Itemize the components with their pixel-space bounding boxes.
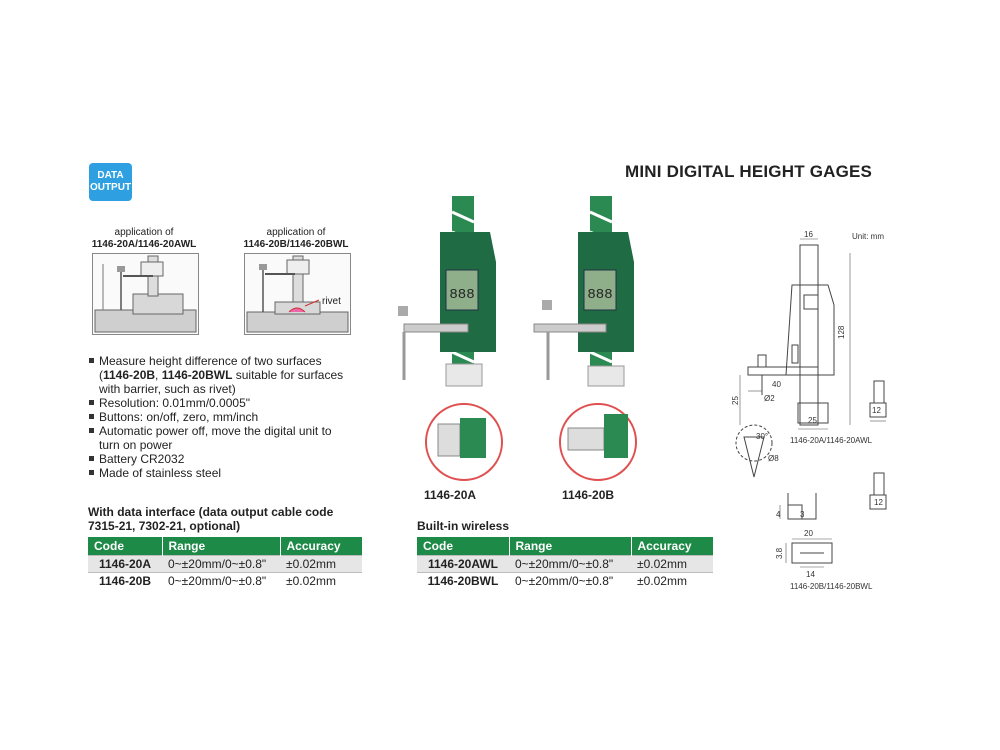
product-label-b: 1146-20B [562,488,615,502]
dim-3-8: 3.8 [775,547,784,559]
dim-diameter-8: Ø8 [768,454,779,463]
dim-128: 128 [837,325,846,339]
feature-item: Battery CR2032 [88,452,348,466]
cell-code: 1146-20BWL [417,571,509,589]
dim-14: 14 [806,570,815,579]
cell-code: 1146-20A [88,554,162,572]
dim-unit: Unit: mm [852,232,884,241]
dim-16: 16 [804,230,813,239]
feature-item: Automatic power off, move the digital un… [88,424,348,452]
dim-diameter-2: Ø2 [764,394,775,403]
application-b-models: 1146-20B/1146-20BWL [243,239,349,250]
col-accuracy: Accuracy [280,537,362,555]
dim-40: 40 [772,380,781,389]
cell-range: 0~±20mm/0~±0.8" [509,554,631,572]
feature-1d: 1146-20BWL [161,368,233,382]
col-accuracy: Accuracy [631,537,713,555]
feature-1e: suitable for surfaces with barrier, such… [99,368,344,396]
cell-code: 1146-20AWL [417,554,509,572]
feature-item: Buttons: on/off, zero, mm/inch [88,410,348,424]
cell-accuracy: ±0.02mm [280,554,362,572]
page-title: MINI DIGITAL HEIGHT GAGES [625,162,873,181]
application-b-illustration [244,253,351,335]
application-b-label: application of [266,227,326,238]
application-b-caption: application of 1146-20B/1146-20BWL [240,227,352,251]
product-image-1146-20a: 888 [390,192,510,482]
feature-item: Measure height difference of two surface… [88,354,348,396]
dim-4: 4 [776,510,781,519]
svg-text:888: 888 [449,287,474,303]
cell-code: 1146-20B [88,571,162,589]
feature-1c: , [155,368,162,382]
col-code: Code [88,537,163,555]
technical-drawing: Unit: mm 16 128 40 25 Ø2 25 12 30° Ø8 11… [720,225,920,595]
cell-range: 0~±20mm/0~±0.8" [162,571,280,589]
table1-caption: With data interface (data output cable c… [88,505,334,533]
dim-3: 3 [800,510,805,519]
dim-30-degree: 30° [756,432,768,441]
application-a-label: application of [114,227,174,238]
col-range: Range [509,537,632,555]
feature-item: Resolution: 0.01mm/0.0005" [88,396,348,410]
feature-item: Made of stainless steel [88,466,348,480]
dim-12b: 12 [874,498,883,507]
col-code: Code [417,537,510,555]
rivet-callout: rivet [322,296,341,307]
cell-accuracy: ±0.02mm [631,571,713,589]
badge-line2: OUTPUT [89,182,132,193]
dim-12a: 12 [872,406,881,415]
feature-1a: Measure height difference of two surface… [99,354,322,382]
svg-text:888: 888 [587,287,612,303]
drawing-caption-a: 1146-20A/1146-20AWL [790,436,873,445]
application-a-models: 1146-20A/1146-20AWL [91,239,197,250]
badge-line1: DATA [97,170,124,181]
col-range: Range [162,537,281,555]
cell-accuracy: ±0.02mm [631,554,713,572]
cell-accuracy: ±0.02mm [280,571,362,589]
drawing-caption-b: 1146-20B/1146-20BWL [790,582,873,591]
dim-25-horizontal: 25 [808,416,817,425]
product-label-a: 1146-20A [424,488,477,502]
table2-caption: Built-in wireless [417,519,510,533]
dim-20: 20 [804,529,813,538]
feature-1b: 1146-20B [103,368,156,382]
feature-list: Measure height difference of two surface… [88,354,348,480]
cell-range: 0~±20mm/0~±0.8" [162,554,280,572]
data-output-badge: DATA OUTPUT [89,163,132,201]
product-image-1146-20b: 888 [528,192,648,482]
application-a-caption: application of 1146-20A/1146-20AWL [88,227,200,251]
application-a-illustration [92,253,199,335]
cell-range: 0~±20mm/0~±0.8" [509,571,631,589]
dim-25-vertical: 25 [731,396,740,405]
